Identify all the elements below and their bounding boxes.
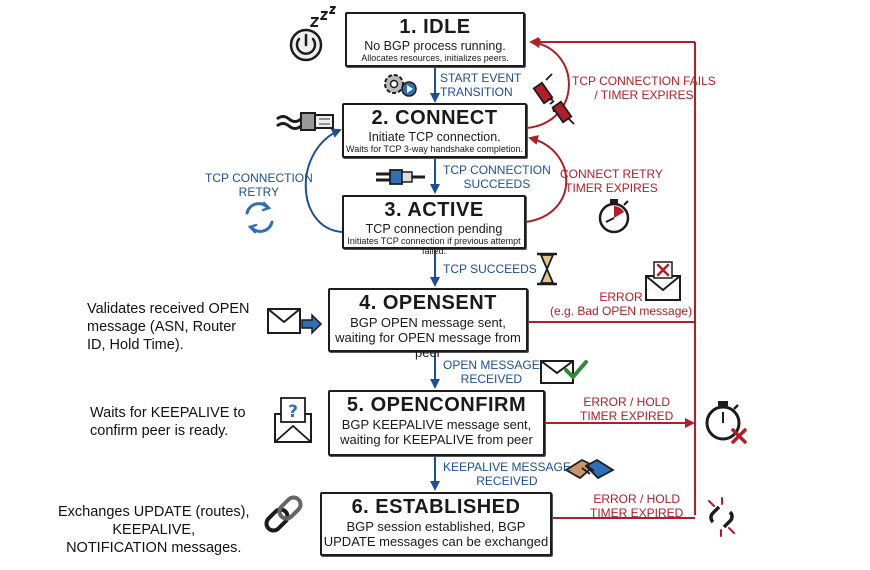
state-desc: BGP KEEPALIVE message sent, waiting for … [340, 417, 533, 447]
label-tcp-fails: TCP CONNECTION FAILS / TIMER EXPIRES [572, 74, 716, 102]
envelope-question-icon: ? [274, 397, 312, 443]
state-opensent: 4. OPENSENT BGP OPEN message sent, waiti… [328, 288, 528, 360]
envelope-send-icon [267, 308, 323, 335]
label-error-hold-2: ERROR / HOLD TIMER EXPIRED [590, 492, 684, 520]
state-connect: 2. CONNECT Initiate TCP connection. Wait… [342, 103, 527, 158]
label-error-hold-1: ERROR / HOLD TIMER EXPIRED [580, 395, 674, 423]
svg-text:?: ? [288, 402, 298, 422]
stopwatch-x-icon [705, 401, 747, 444]
hourglass-icon [537, 252, 557, 286]
ethernet-cable-icon [276, 112, 334, 131]
envelope-x-icon [645, 261, 681, 301]
state-title: 5. OPENCONFIRM [346, 394, 527, 416]
note-established: Exchanges UPDATE (routes), KEEPALIVE, NO… [58, 504, 250, 556]
state-established: 6. ESTABLISHED BGP session established, … [320, 492, 552, 556]
broken-plug-icon [532, 73, 575, 125]
state-desc: Initiate TCP connection. [368, 130, 501, 144]
state-detail: Waits for TCP 3-way handshake completion… [346, 144, 523, 154]
refresh-icon [245, 201, 274, 234]
state-title: 6. ESTABLISHED [351, 496, 521, 518]
state-idle: 1. IDLE No BGP process running. Allocate… [345, 12, 525, 67]
arrow-retry-loop [304, 128, 343, 233]
stopwatch-icon [598, 199, 630, 234]
state-active: 3. ACTIVE TCP connection pending Initiat… [342, 195, 526, 256]
zzz-icon [310, 6, 336, 27]
label-tcp-retry: TCP CONNECTION RETRY [205, 171, 313, 199]
broken-chain-icon [708, 497, 735, 537]
chain-link-icon [264, 495, 303, 533]
gear-play-icon [384, 74, 417, 97]
label-tcp-conn-succeeds: TCP CONNECTION SUCCEEDS [443, 163, 551, 191]
connected-cable-icon [376, 169, 425, 185]
arrow-active-retry-timer [525, 135, 568, 223]
label-open-received: OPEN MESSAGE RECEIVED [443, 358, 540, 386]
envelope-check-icon [540, 360, 588, 384]
handshake-icon [564, 458, 615, 480]
label-start-event: START EVENT TRANSITION [440, 71, 522, 99]
state-title: 2. CONNECT [371, 107, 498, 129]
state-detail: Allocates resources, initializes peers. [361, 53, 509, 63]
label-keepalive-received: KEEPALIVE MESSAGE RECEIVED [443, 460, 571, 488]
state-title: 1. IDLE [399, 16, 471, 38]
label-error-bad-open: ERROR (e.g. Bad OPEN message) [550, 290, 693, 318]
arrow-connect-fail [526, 38, 570, 129]
state-desc: TCP connection pending [365, 222, 503, 236]
state-openconfirm: 5. OPENCONFIRM BGP KEEPALIVE message sen… [328, 390, 545, 456]
power-icon [289, 28, 323, 62]
label-connect-retry-timer: CONNECT RETRY TIMER EXPIRES [560, 167, 663, 195]
state-desc: BGP session established, BGP UPDATE mess… [323, 519, 549, 549]
state-title: 3. ACTIVE [384, 199, 484, 221]
state-title: 4. OPENSENT [359, 292, 497, 314]
state-desc: No BGP process running. [364, 39, 506, 53]
label-tcp-succeeds: TCP SUCCEEDS [443, 262, 537, 276]
note-openconfirm: Waits for KEEPALIVE to confirm peer is r… [90, 405, 246, 439]
state-desc: BGP OPEN message sent, waiting for OPEN … [335, 315, 521, 360]
state-detail: Initiates TCP connection if previous att… [347, 236, 521, 256]
note-opensent: Validates received OPEN message (ASN, Ro… [87, 301, 250, 353]
